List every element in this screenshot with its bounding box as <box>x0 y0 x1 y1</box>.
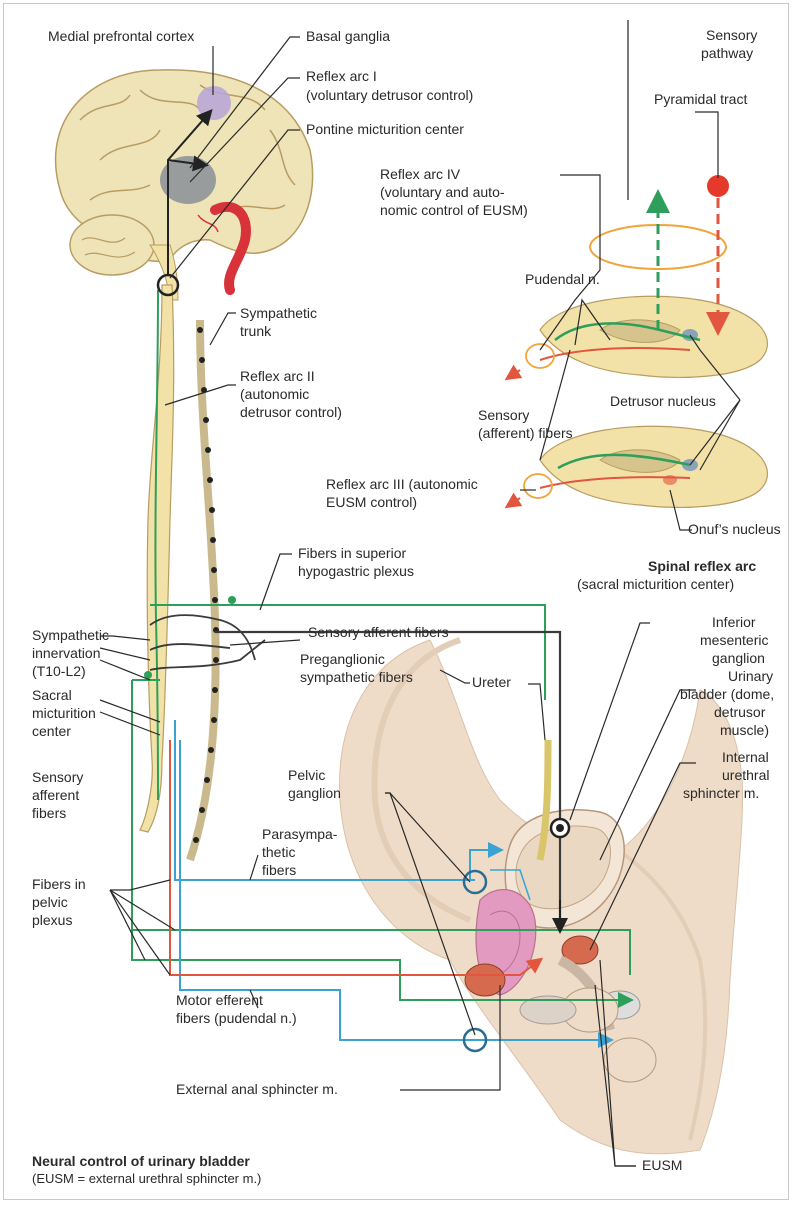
label-reflex-arc-2-line2: (autonomic <box>240 386 309 402</box>
label-sensory-afferent-left-line3: fibers <box>32 805 66 821</box>
label-fibers-pelvic-line1: Fibers in <box>32 876 86 892</box>
label-sensory-afferent-fibers-top-line2: (afferent) fibers <box>478 425 573 441</box>
label-sympathetic-trunk-line2: trunk <box>240 323 272 339</box>
label-reflex-arc-3-line2: EUSM control) <box>326 494 417 510</box>
label-sympathetic-trunk-line1: Sympathetic <box>240 305 317 321</box>
label-pelvic-ganglion-line2: ganglion <box>288 785 341 801</box>
label-urinary-bladder-line4: muscle) <box>720 722 769 738</box>
label-pontine-micturition-center: Pontine micturition center <box>306 121 464 137</box>
label-fibers-pelvic-line3: plexus <box>32 912 72 928</box>
label-sensory-afferent-fibers-mid: Sensory afferent fibers <box>308 624 449 640</box>
label-preganglionic-line1: Preganglionic <box>300 651 385 667</box>
label-reflex-arc-3-line1: Reflex arc III (autonomic <box>326 476 478 492</box>
label-inferior-mesenteric-line1: Inferior <box>712 614 756 630</box>
label-preganglionic-line2: sympathetic fibers <box>300 669 413 685</box>
label-internal-urethral-line1: Internal <box>722 749 769 765</box>
label-urinary-bladder-line2: bladder (dome, <box>680 686 774 702</box>
label-medial-prefrontal-cortex: Medial prefrontal cortex <box>48 28 194 44</box>
label-sensory-afferent-left-line2: afferent <box>32 787 79 803</box>
sympathetic-trunk <box>190 320 219 860</box>
spinal-cross-sections <box>508 175 768 507</box>
spinal-cord <box>140 285 174 832</box>
label-spinal-reflex-arc-title: Spinal reflex arc <box>648 558 756 574</box>
label-motor-efferent-line2: fibers (pudendal n.) <box>176 1010 297 1026</box>
label-reflex-arc-1-line1: Reflex arc I <box>306 68 377 84</box>
label-sensory-afferent-left-line1: Sensory <box>32 769 83 785</box>
label-sacral-micturition-line1: Sacral <box>32 687 72 703</box>
label-fibers-pelvic-line2: pelvic <box>32 894 68 910</box>
label-urinary-bladder-line3: detrusor <box>714 704 766 720</box>
label-sensory-pathway-line2: pathway <box>701 45 753 61</box>
brain <box>56 70 313 300</box>
label-reflex-arc-4-line2: (voluntary and auto- <box>380 184 505 200</box>
label-pudendal-n: Pudendal n. <box>525 271 600 287</box>
caption-title: Neural control of urinary bladder <box>32 1153 250 1169</box>
label-sympathetic-innervation-line2: innervation <box>32 645 101 661</box>
label-motor-efferent-line1: Motor efferent <box>176 992 263 1008</box>
label-ureter: Ureter <box>472 674 511 690</box>
label-fibers-superior-line2: hypogastric plexus <box>298 563 414 579</box>
label-pelvic-ganglion-line1: Pelvic <box>288 767 325 783</box>
caption-subtitle: (EUSM = external urethral sphincter m.) <box>32 1171 261 1186</box>
label-sympathetic-innervation-line1: Sympathetic <box>32 627 109 643</box>
label-parasympathetic-line1: Parasympa- <box>262 826 338 842</box>
label-onufs-nucleus: Onuf’s nucleus <box>688 521 781 537</box>
label-spinal-reflex-arc-sub: (sacral micturition center) <box>577 576 734 592</box>
label-reflex-arc-2-line3: detrusor control) <box>240 404 342 420</box>
label-fibers-superior-line1: Fibers in superior <box>298 545 406 561</box>
label-reflex-arc-2-line1: Reflex arc II <box>240 368 315 384</box>
label-parasympathetic-line3: fibers <box>262 862 296 878</box>
label-sensory-afferent-fibers-top-line1: Sensory <box>478 407 529 423</box>
label-reflex-arc-4-line1: Reflex arc IV <box>380 166 461 182</box>
label-pyramidal-tract: Pyramidal tract <box>654 91 747 107</box>
label-sensory-pathway-line1: Sensory <box>706 27 757 43</box>
label-internal-urethral-line3: sphincter m. <box>683 785 759 801</box>
label-urinary-bladder-line1: Urinary <box>728 668 773 684</box>
label-internal-urethral-line2: urethral <box>722 767 769 783</box>
label-sympathetic-innervation-line3: (T10-L2) <box>32 663 86 679</box>
label-inferior-mesenteric-line2: mesenteric <box>700 632 768 648</box>
label-parasympathetic-line2: thetic <box>262 844 295 860</box>
label-sacral-micturition-line3: center <box>32 723 71 739</box>
label-inferior-mesenteric-line3: ganglion <box>712 650 765 666</box>
label-detrusor-nucleus: Detrusor nucleus <box>610 393 716 409</box>
label-eusm: EUSM <box>642 1157 682 1173</box>
label-basal-ganglia: Basal ganglia <box>306 28 390 44</box>
label-external-anal-sphincter: External anal sphincter m. <box>176 1081 338 1097</box>
label-reflex-arc-1-line2: (voluntary detrusor control) <box>306 87 473 103</box>
label-reflex-arc-4-line3: nomic control of EUSM) <box>380 202 528 218</box>
label-sacral-micturition-line2: micturition <box>32 705 96 721</box>
